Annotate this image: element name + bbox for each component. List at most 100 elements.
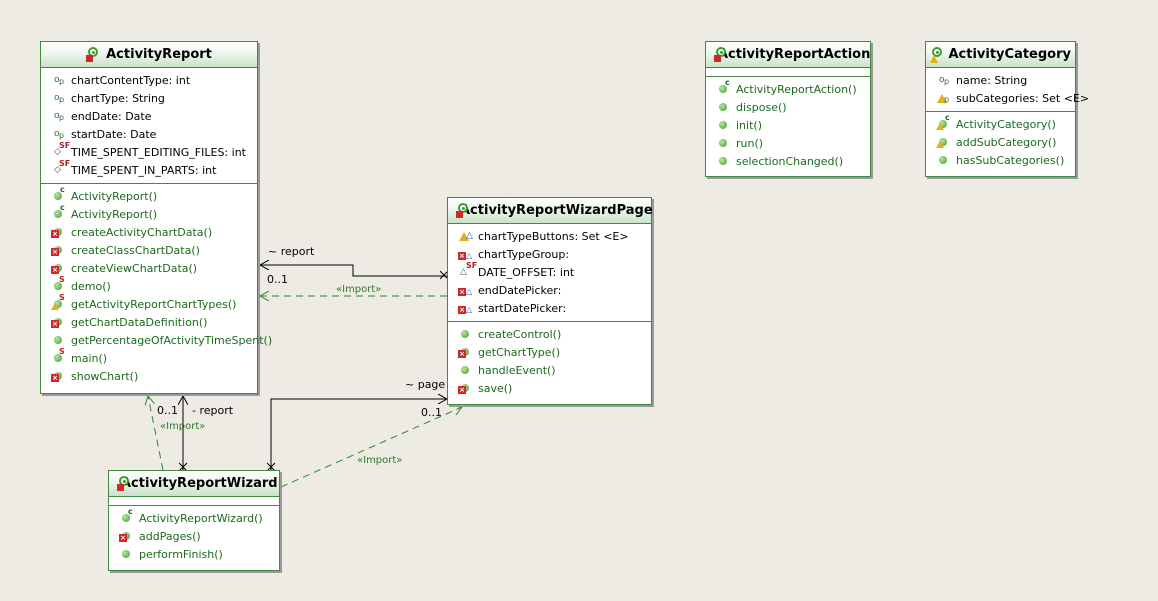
class-header[interactable]: ActivityCategory	[926, 42, 1075, 68]
static-method-icon: S	[51, 275, 67, 293]
class-header[interactable]: ActivityReportAction	[706, 42, 870, 68]
class-name: ActivityCategory	[948, 47, 1071, 62]
role-label-report: ~ report	[268, 245, 315, 258]
attribute-row[interactable]: ×△chartTypeGroup:	[458, 247, 570, 261]
public-method-icon	[716, 100, 732, 114]
class-header[interactable]: ActivityReport	[41, 42, 257, 68]
private-field-icon: ×△	[458, 251, 473, 260]
public-method-icon	[936, 153, 952, 167]
operation-row[interactable]: ×createActivityChartData()	[51, 225, 213, 239]
class-name: ActivityReportWizard	[121, 476, 278, 491]
import-stereotype-label: «Import»	[160, 421, 206, 432]
private-method-icon: ×	[51, 369, 67, 383]
constructor-icon: c	[119, 507, 135, 525]
static-final-field-icon: ◇SF	[54, 141, 71, 157]
private-method-icon: ×	[51, 261, 67, 275]
association-page-to-report	[260, 265, 447, 277]
operation-row[interactable]: selectionChanged()	[706, 152, 870, 170]
public-method-icon	[458, 363, 474, 377]
class-activity-report-wizard-page[interactable]: ActivityReportWizardPage △chartTypeButto…	[447, 197, 653, 405]
public-method-icon	[716, 136, 732, 150]
class-name: ActivityReportWizardPage	[460, 203, 653, 218]
public-method-icon	[716, 154, 732, 168]
multiplicity-label: 0..1	[421, 406, 442, 419]
operation-row[interactable]: ×getChartType()	[458, 345, 561, 359]
operation-row[interactable]: run()	[706, 134, 870, 152]
operation-row[interactable]: ×getChartDataDefinition()	[51, 315, 208, 329]
multiplicity-label: 0..1	[267, 273, 288, 286]
attribute-row[interactable]: ×△startDatePicker:	[458, 301, 567, 315]
private-method-icon: ×	[119, 529, 135, 543]
operation-row[interactable]: ×createViewChartData()	[51, 261, 198, 275]
constructor-icon: c	[51, 185, 67, 203]
operation-row[interactable]: dispose()	[706, 98, 870, 116]
private-method-icon: ×	[51, 225, 67, 239]
attribute-row[interactable]: ×△endDatePicker:	[458, 283, 562, 297]
role-label-page: ~ page	[405, 378, 446, 391]
multiplicity-label: 0..1	[157, 404, 178, 417]
operation-row[interactable]: createControl()	[448, 325, 651, 343]
operation-row[interactable]: ×createClassChartData()	[51, 243, 200, 257]
package-field-icon: p	[936, 91, 952, 105]
private-method-icon: ×	[51, 315, 67, 329]
operation-row[interactable]: hasSubCategories()	[926, 151, 1075, 169]
package-field-icon: △	[458, 229, 474, 243]
static-final-field-icon: △SF	[460, 261, 478, 277]
private-method-icon: ×	[458, 345, 474, 359]
public-method-icon	[51, 333, 67, 347]
class-header[interactable]: ActivityReportWizardPage	[448, 198, 653, 224]
role-label-wizard-report: - report	[192, 404, 234, 417]
operation-row[interactable]: performFinish()	[109, 545, 279, 563]
static-protected-method-icon: S	[51, 293, 67, 311]
operation-row[interactable]: ×save()	[458, 381, 513, 395]
operation-row[interactable]: init()	[706, 116, 870, 134]
operations-compartment: createControl() ×getChartType() handleEv…	[448, 321, 651, 401]
import-stereotype-label: «Import»	[357, 455, 403, 466]
operation-row[interactable]: ×addPages()	[119, 529, 201, 543]
constructor-icon: c	[51, 203, 67, 221]
attribute-row[interactable]: △chartTypeButtons: Set <E>	[448, 227, 651, 245]
import-wizard-to-page	[280, 407, 462, 488]
class-name: ActivityReport	[106, 47, 212, 62]
operation-row[interactable]: addSubCategory()	[926, 133, 1075, 151]
operation-row[interactable]: handleEvent()	[448, 361, 651, 379]
private-field-icon: ×△	[458, 305, 473, 314]
public-method-icon	[119, 547, 135, 561]
import-stereotype-label: «Import»	[336, 284, 382, 295]
class-icon	[86, 46, 102, 63]
class-name: ActivityReportAction	[718, 47, 871, 62]
class-header[interactable]: ActivityReportWizard	[109, 471, 279, 497]
operation-row[interactable]: getPercentageOfActivityTimeSpent()	[41, 331, 272, 349]
class-icon	[930, 46, 944, 63]
operation-row[interactable]: ×showChart()	[51, 369, 139, 383]
private-method-icon: ×	[458, 381, 474, 395]
